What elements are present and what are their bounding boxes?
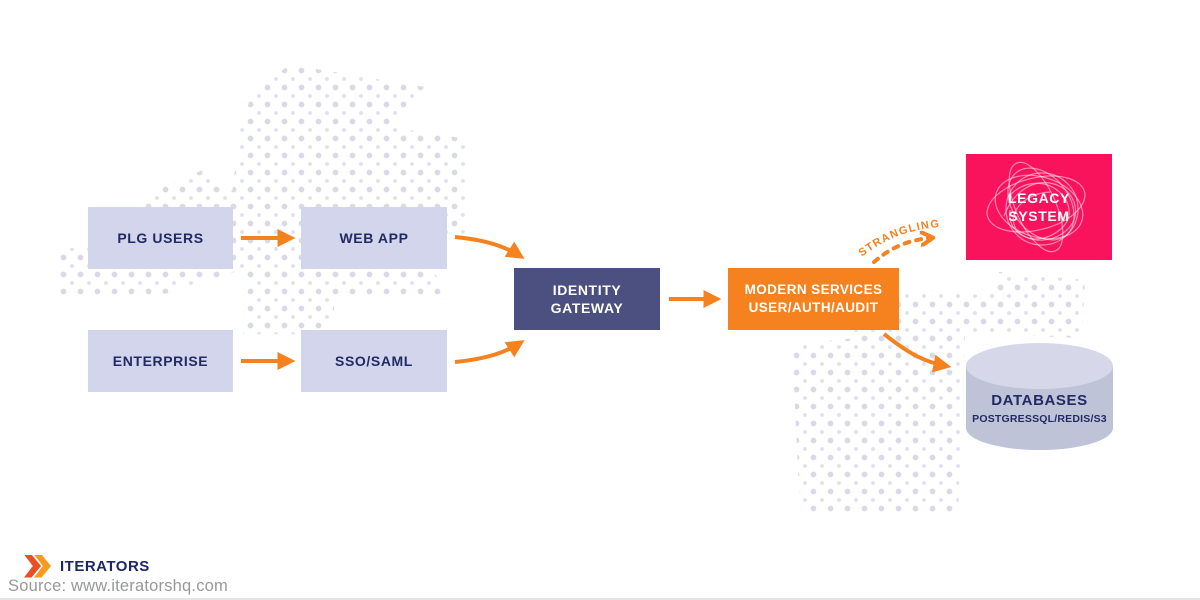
tangle-scribble-icon [986,161,1086,253]
node-legacy-system: LEGACY SYSTEM [966,154,1112,260]
node-modern-services-line1: MODERN SERVICES [744,282,883,298]
arrow-strangling-dashed [872,238,930,264]
brand-logo: ITERATORS [24,554,150,578]
node-modern-services: MODERN SERVICES USER/AUTH/AUDIT [728,268,899,330]
node-enterprise: ENTERPRISE [88,330,233,392]
node-plg-users: PLG USERS [88,207,233,269]
arrow-webapp-to-gateway [454,235,525,259]
node-identity-gateway-line2: GATEWAY [550,300,624,316]
node-legacy-system-line1: LEGACY [1008,189,1070,206]
iterators-chevrons-icon [24,554,51,578]
brand-name: ITERATORS [60,557,150,575]
node-sso-saml-label: SSO/SAML [335,352,413,369]
node-databases-cylinder: DATABASES POSTGRESSQL/REDIS/S3 [966,343,1113,450]
node-modern-services-line2: USER/AUTH/AUDIT [748,300,879,315]
node-sso-saml: SSO/SAML [301,330,447,392]
node-web-app: WEB APP [301,207,447,269]
node-legacy-system-line2: SYSTEM [1008,208,1070,224]
node-web-app-label: WEB APP [339,229,409,246]
node-databases-title: DATABASES [991,392,1088,409]
node-enterprise-label: ENTERPRISE [112,352,209,369]
node-identity-gateway-line1: IDENTITY [552,281,622,298]
arrow-sso-to-gateway [454,340,525,364]
halftone-pattern-left [57,64,468,335]
strangling-label: STRANGLING [857,218,941,259]
node-databases-subtitle: POSTGRESSQL/REDIS/S3 [972,412,1107,425]
node-plg-users-label: PLG USERS [117,229,204,246]
source-attribution: Source: www.iteratorshq.com [8,577,228,595]
cylinder-top [966,343,1113,389]
node-identity-gateway: IDENTITY GATEWAY [514,268,660,330]
